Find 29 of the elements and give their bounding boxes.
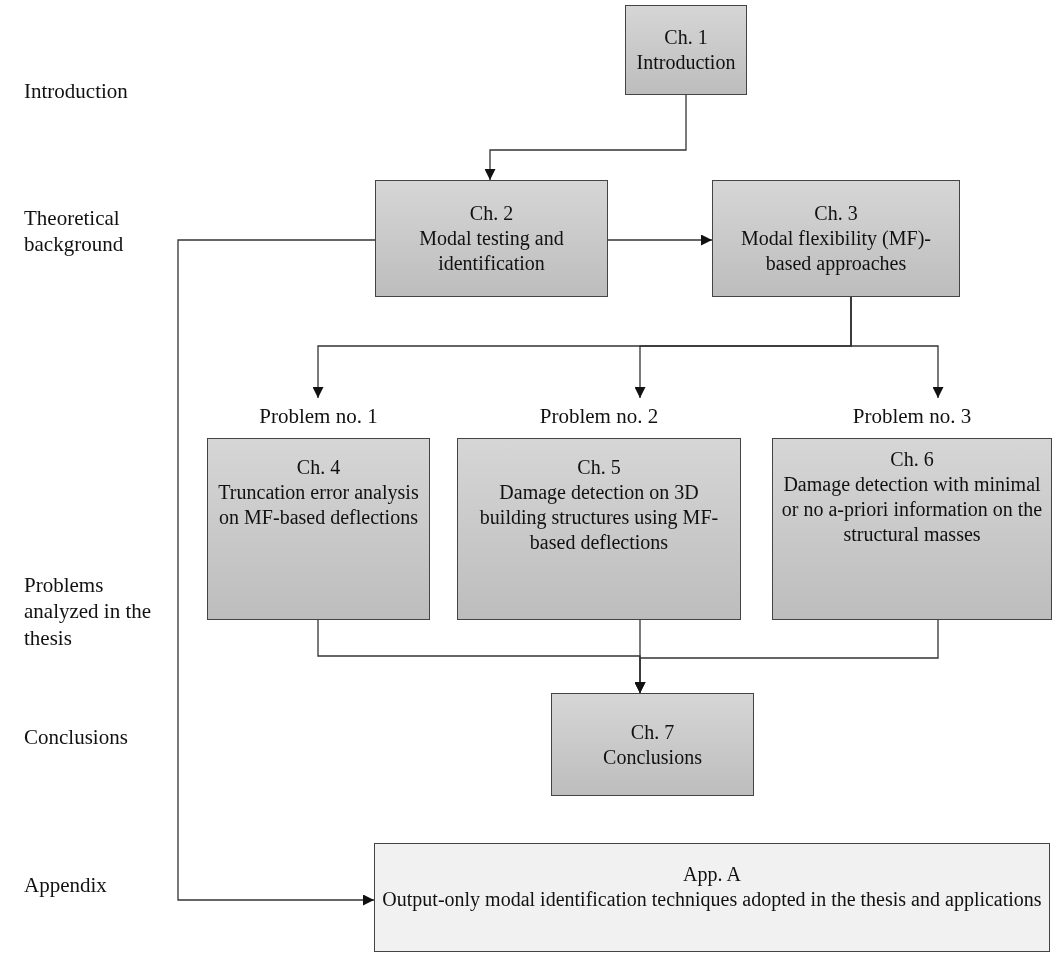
arrow [607, 234, 713, 246]
row-label: Appendix [24, 872, 107, 899]
chapter-number: Ch. 4 [296, 455, 341, 480]
chapter-title: Damage detection on 3D building structures using MF-based deflections [478, 480, 720, 555]
chapter-number: Ch. 1 [664, 25, 708, 50]
chapter-number: Ch. 5 [577, 455, 621, 480]
chapter-title: Output-only modal identification techniques adopted in the thesis and applications [382, 887, 1042, 912]
chapter-title: Damage detection with minimal or no a-priori information on the structural masses [780, 472, 1044, 547]
arrow [850, 296, 944, 399]
chapter-number: Ch. 3 [814, 201, 858, 226]
row-label: Introduction [24, 78, 128, 105]
chapter-title: Modal flexibility (MF)-based approaches [740, 226, 932, 276]
chapter-title: Modal testing and identification [418, 226, 565, 276]
arrow [484, 94, 687, 181]
problem-heading: Problem no. 1 [259, 404, 378, 428]
chapter-number: App. A [683, 862, 741, 887]
chapter-number: Ch. 2 [469, 201, 514, 226]
chapter-title: Conclusions [603, 744, 702, 770]
arrow [634, 619, 939, 694]
row-label: Conclusions [24, 724, 128, 751]
row-label: Problems analyzed in the thesis [24, 572, 153, 651]
chapter-number: Ch. 7 [630, 719, 675, 745]
problem-heading: Problem no. 3 [852, 404, 972, 428]
arrow [177, 239, 376, 906]
problem-heading: Problem no. 2 [539, 404, 659, 428]
chapter-number: Ch. 6 [890, 447, 934, 472]
chapter-title: Truncation error analysis on MF-based deflections [217, 480, 420, 530]
row-label: Theoretical background [24, 205, 125, 258]
chapter-title: Introduction [636, 50, 736, 75]
